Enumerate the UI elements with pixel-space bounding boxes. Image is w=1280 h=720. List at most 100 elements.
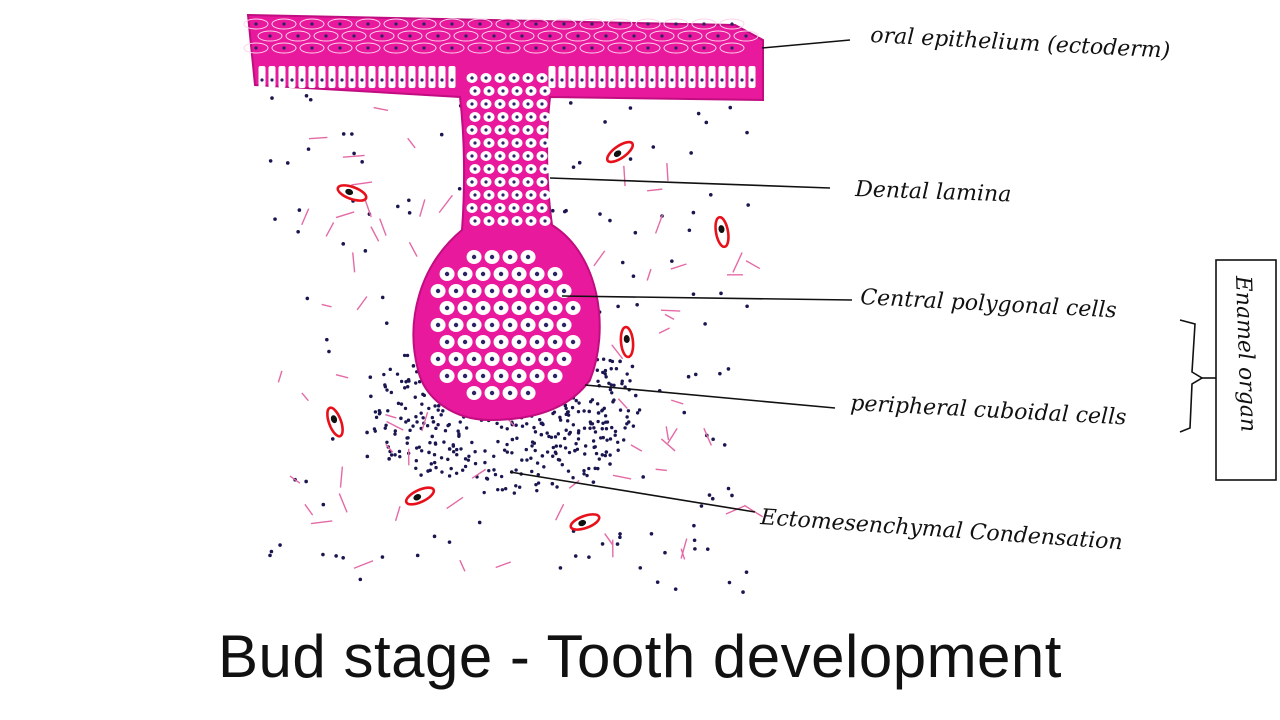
collagen-fiber	[386, 420, 404, 431]
nucleus	[540, 206, 544, 210]
collagen-fiber	[617, 398, 628, 409]
condensation-dot	[582, 409, 586, 413]
mesenchyme-dot	[618, 535, 622, 540]
nucleus	[422, 22, 426, 26]
nucleus	[561, 356, 567, 362]
condensation-dot	[568, 430, 572, 435]
condensation-dot	[603, 414, 608, 418]
nucleus	[750, 78, 754, 82]
squamous-cell	[355, 18, 381, 30]
condensation-dot	[398, 454, 402, 459]
condensation-dot	[430, 415, 435, 420]
label-enamel-organ: Enamel organ	[1230, 274, 1260, 432]
condensation-dot	[637, 408, 642, 412]
condensation-dot	[389, 390, 394, 395]
condensation-dot	[530, 469, 534, 474]
squamous-cell	[439, 18, 465, 30]
columnar-cell	[308, 66, 316, 88]
nucleus	[498, 102, 502, 106]
columnar-cell	[288, 66, 296, 88]
mesenchyme-dot	[411, 364, 416, 368]
nucleus	[543, 219, 547, 223]
condensation-dot	[447, 474, 452, 478]
nucleus	[478, 22, 482, 26]
squamous-cell	[341, 30, 367, 42]
nucleus	[548, 34, 552, 38]
columnar-cell	[438, 66, 446, 88]
nucleus	[515, 193, 519, 197]
mesenchyme-dot	[651, 145, 656, 149]
collagen-fiber	[385, 413, 397, 419]
nucleus	[394, 22, 398, 26]
condensation-dot	[414, 381, 418, 385]
collagen-fiber	[660, 309, 681, 312]
nucleus	[534, 305, 540, 311]
nucleus	[688, 34, 692, 38]
nucleus	[618, 22, 622, 26]
collagen-fiber	[745, 260, 761, 270]
nucleus	[453, 322, 459, 328]
columnar-cell	[688, 66, 696, 88]
columnar-cell	[268, 66, 276, 88]
condensation-dot	[597, 457, 601, 461]
squamous-cell	[285, 30, 311, 42]
condensation-dot	[470, 440, 474, 445]
nucleus	[489, 390, 495, 396]
condensation-dot	[466, 458, 471, 462]
condensation-dot	[598, 436, 603, 440]
squamous-cell	[299, 42, 325, 54]
mesenchyme-dot	[663, 550, 667, 555]
label-central-polygonal-cells: Central polygonal cells	[860, 285, 1118, 323]
condensation-dot	[529, 456, 533, 460]
mesenchyme-dot	[618, 532, 622, 536]
collagen-fiber	[385, 443, 394, 453]
vessel-cell	[613, 150, 622, 158]
condensation-dot	[442, 440, 446, 444]
squamous-cell	[649, 30, 675, 42]
mesenchyme-dot	[268, 553, 272, 558]
condensation-dot	[601, 421, 605, 425]
mesenchyme-dot	[305, 296, 310, 301]
mesenchyme-dot	[368, 375, 373, 380]
vessel-cell	[330, 415, 338, 424]
condensation-dot	[585, 473, 589, 478]
collagen-fiber	[703, 427, 712, 446]
condensation-dot	[417, 380, 422, 384]
condensation-dot	[415, 420, 419, 424]
columnar-cell	[258, 66, 266, 88]
mesenchyme-dot	[704, 120, 709, 125]
nucleus	[380, 78, 384, 82]
collagen-fiber	[604, 533, 614, 546]
condensation-dot	[574, 398, 578, 403]
condensation-dot	[520, 424, 525, 428]
nucleus	[290, 78, 294, 82]
mesenchyme-dot	[604, 450, 609, 454]
columnar-cell	[448, 66, 456, 88]
nucleus	[450, 22, 454, 26]
nucleus	[489, 356, 495, 362]
leader-peripheral-cuboidal	[584, 384, 836, 409]
condensation-dot	[514, 484, 518, 488]
columnar-cell	[698, 66, 706, 88]
nucleus	[550, 78, 554, 82]
condensation-dot	[397, 449, 402, 454]
mesenchyme-dot	[615, 542, 620, 546]
nucleus	[338, 22, 342, 26]
squamous-cell	[439, 42, 465, 54]
condensation-dot	[496, 439, 500, 444]
condensation-dot	[402, 353, 407, 358]
nucleus	[489, 254, 495, 260]
blood-vessel-icon	[326, 406, 344, 438]
mesenchyme-dot	[327, 349, 331, 354]
condensation-dot	[373, 410, 378, 414]
condensation-dot	[433, 442, 438, 446]
condensation-dot	[596, 379, 600, 383]
condensation-dot	[589, 421, 593, 426]
nucleus	[525, 288, 531, 294]
nucleus	[580, 78, 584, 82]
condensation-dot	[532, 425, 536, 430]
mesenchyme-dot	[457, 186, 462, 191]
nucleus	[435, 356, 441, 362]
squamous-cell	[733, 30, 759, 42]
